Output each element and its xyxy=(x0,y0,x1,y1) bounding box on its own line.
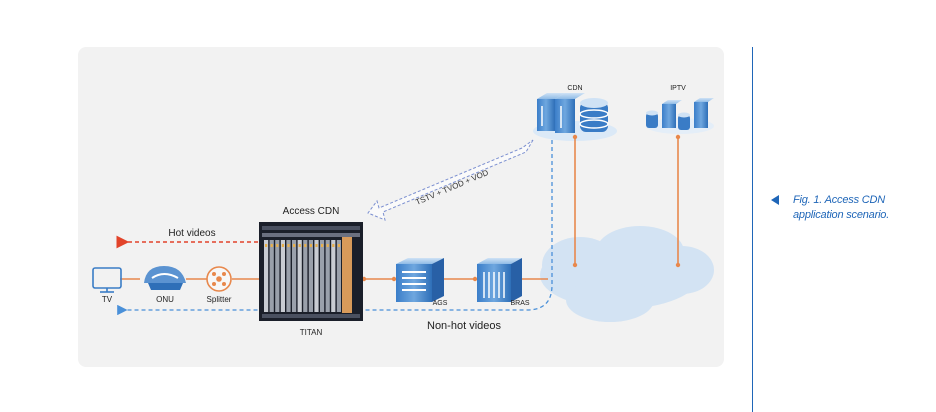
chassis-slot-card xyxy=(297,240,302,312)
non-hot-path xyxy=(117,140,553,316)
chassis-slot-led xyxy=(276,244,279,247)
chassis-slot-led xyxy=(304,244,307,247)
tv-icon xyxy=(92,267,122,293)
caption-pointer-icon xyxy=(771,195,779,205)
chassis-slot-card xyxy=(269,240,274,312)
chassis-slot-led xyxy=(270,244,273,247)
onu-icon xyxy=(144,266,186,290)
hot-videos-label: Hot videos xyxy=(168,228,215,239)
chassis-slot-led xyxy=(281,244,284,247)
access-chain xyxy=(120,276,548,282)
onu-label: ONU xyxy=(156,295,174,304)
cdn-label: CDN xyxy=(567,85,582,92)
bras-label: BRAS xyxy=(510,300,529,307)
chassis-slot-card xyxy=(286,240,291,312)
tstv-arrow xyxy=(367,139,534,221)
chassis-slot-led xyxy=(293,244,296,247)
tstv-label: TSTV + TVOD + VOD xyxy=(414,168,490,207)
cloud-icon xyxy=(540,226,714,322)
ags-switch-icon xyxy=(396,258,444,302)
non-hot-videos-label: Non-hot videos xyxy=(427,320,501,332)
chassis-slot-card xyxy=(336,240,341,312)
chassis-slot-led xyxy=(309,244,312,247)
link-lines xyxy=(572,134,681,268)
splitter-icon xyxy=(206,266,232,292)
iptv-server-icon xyxy=(646,98,714,130)
titan-chassis-icon xyxy=(259,222,363,321)
chassis-slot-card xyxy=(292,240,297,312)
chassis-slot-card xyxy=(320,240,325,312)
ags-label: AGS xyxy=(433,300,448,307)
titan-label: TITAN xyxy=(300,328,323,337)
chassis-slot-led xyxy=(326,244,329,247)
chassis-slot-card xyxy=(275,240,280,312)
cdn-server-icon xyxy=(537,93,609,133)
chassis-slot-card xyxy=(303,240,308,312)
caption-line-2: application scenario. xyxy=(793,209,890,221)
splitter-label: Splitter xyxy=(207,295,232,304)
chassis-slot-led xyxy=(337,244,340,247)
chassis-slot-led xyxy=(287,244,290,247)
bras-router-icon xyxy=(477,258,522,302)
tv-label: TV xyxy=(102,295,113,304)
chassis-slot-card xyxy=(264,240,269,312)
figure-caption: Fig. 1. Access CDN application scenario. xyxy=(771,193,935,223)
chassis-slot-led xyxy=(332,244,335,247)
caption-line-1: Fig. 1. Access CDN xyxy=(793,194,885,206)
chassis-slot-card xyxy=(280,240,285,312)
chassis-slot-led xyxy=(265,244,268,247)
chassis-slot-led xyxy=(298,244,301,247)
chassis-slot-led xyxy=(321,244,324,247)
chassis-slot-card xyxy=(314,240,319,312)
chassis-slot-card xyxy=(325,240,330,312)
chassis-slot-card xyxy=(308,240,313,312)
chassis-slot-led xyxy=(315,244,318,247)
access-cdn-label: Access CDN xyxy=(283,206,340,217)
divider-line xyxy=(752,47,753,412)
chassis-slot-card xyxy=(331,240,336,312)
iptv-label: IPTV xyxy=(670,85,686,92)
